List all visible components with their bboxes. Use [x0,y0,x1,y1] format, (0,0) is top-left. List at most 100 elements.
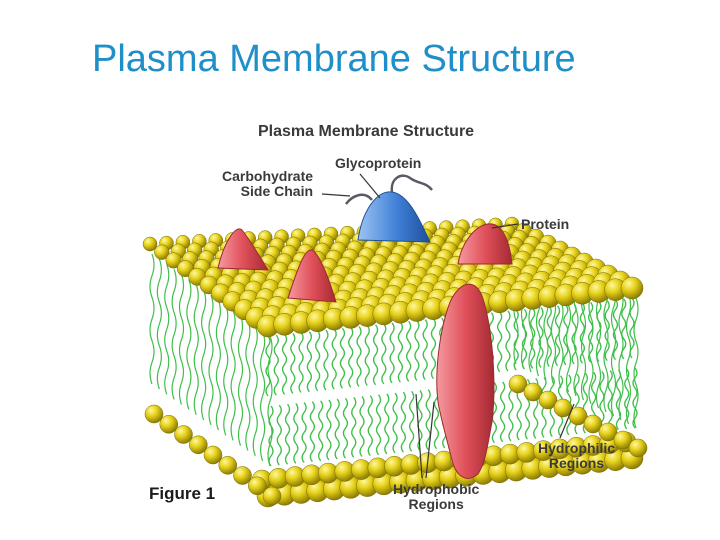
lipid-tail [252,325,258,457]
label-hydrophobic-regions: Hydrophobic Regions [393,482,479,511]
phospholipid-head-lower [233,466,252,485]
lipid-tail [375,394,382,456]
lipid-tail [596,301,602,362]
lipid-tail [314,330,321,392]
lipid-tail [326,399,332,461]
lipid-tail [508,380,514,442]
lipid-tail [433,388,440,450]
lipid-tail [615,369,622,431]
lipid-tail [284,403,291,465]
protein-center [287,249,337,303]
lipid-tail [621,298,627,360]
carbohydrate-chain [345,174,433,205]
lipid-tail [563,304,569,366]
lipid-tail [633,297,639,429]
lipid-tail [342,397,349,459]
lipid-tail [208,294,214,426]
lipid-tail [430,318,437,380]
phospholipid-head-lower [583,414,603,434]
lipid-tail [405,320,412,382]
phospholipid-head [620,276,644,300]
lipid-tail [554,305,561,367]
lipid-tail [290,333,296,394]
phospholipid-head-lower [508,374,528,394]
lipid-tail [538,307,544,368]
label-hydrophilic-regions: Hydrophilic Regions [538,441,615,470]
label-hydrophilic-line1: Hydrophilic [538,440,616,456]
phospholipid-head [142,236,158,252]
lipid-tail [260,330,266,462]
leader-glycoprotein [359,173,381,199]
phospholipid-head [154,244,170,260]
leader-hydrophobic-2 [415,393,423,479]
label-carbohydrate-line2: Side Chain [240,182,314,199]
phospholipid-head-lower [262,486,282,506]
lipid-tail [610,285,617,417]
lipid-tail [367,395,373,457]
phospholipid-head-lower [218,456,238,475]
phospholipid-head-lower [628,438,648,458]
lipid-tail [317,400,324,462]
lipid-tail [268,405,274,467]
lipid-tail [293,403,299,464]
leader-hydrophilic [559,403,575,439]
lipid-tail [612,299,619,361]
lipid-tail [351,396,357,458]
lipid-tail [237,315,244,446]
lipid-tail [618,289,624,421]
lipid-tail [201,289,207,421]
leader-hydrophobic-1 [425,401,435,479]
phospholipid-head-lower [613,430,633,450]
phospholipid-head-lower [174,425,193,444]
lipid-tail [149,253,155,385]
lipid-tail [571,303,577,365]
lipid-tail [276,404,282,466]
label-hydrophilic-line2: Regions [548,454,605,471]
membrane-illustration [142,173,648,508]
lipid-tail [298,332,304,393]
lipid-tail [171,269,177,400]
label-glycoprotein: Glycoprotein [335,155,422,171]
lipid-tail [381,323,387,385]
phospholipid-head-lower [248,476,267,496]
glycoprotein-shape [357,191,431,243]
lipid-tail [603,281,609,413]
phospholipid-head-lower [189,435,208,455]
label-carbohydrate-side-chain: Carbohydrate Side Chain [222,169,313,198]
lipid-tail [348,326,354,388]
lipid-tail [334,398,340,460]
phospholipid-head-lower [159,415,179,434]
label-carbohydrate-line1: Carbohydrate [222,168,314,184]
lipid-tail [164,264,170,395]
label-hydrophobic-line2: Regions [408,495,464,512]
lipid-tail [521,308,528,370]
leader-protein [491,223,519,229]
lipid-tail [607,370,613,432]
protein-right [457,223,513,265]
lipid-tail [408,390,415,452]
phospholipid-head-lower [523,382,543,402]
lipid-tail [587,301,594,363]
lipid-tail [632,367,638,429]
lipid-tail [215,299,221,431]
lipid-tail [281,333,288,395]
lipid-tail [339,327,346,389]
lipid-tail [359,396,365,457]
phospholipid-head-lower [598,422,618,442]
lipid-tail [414,320,420,381]
lipid-tail [301,402,307,463]
protein-left [217,228,269,271]
lipid-tail [425,389,431,451]
lipid-tail [356,326,362,387]
membrane-figure: Plasma Membrane Structure Glycoprotein C… [140,112,660,530]
label-protein: Protein [521,216,570,232]
lipid-tail [546,306,552,368]
lipid-tail [422,319,428,381]
lipid-tail [400,391,407,453]
phospholipid-head [165,252,182,269]
lipid-tail [389,322,395,384]
lipid-tail [629,297,635,359]
lipid-tail [223,305,229,436]
lipid-tail [392,392,398,454]
lipid-tail [193,284,199,416]
